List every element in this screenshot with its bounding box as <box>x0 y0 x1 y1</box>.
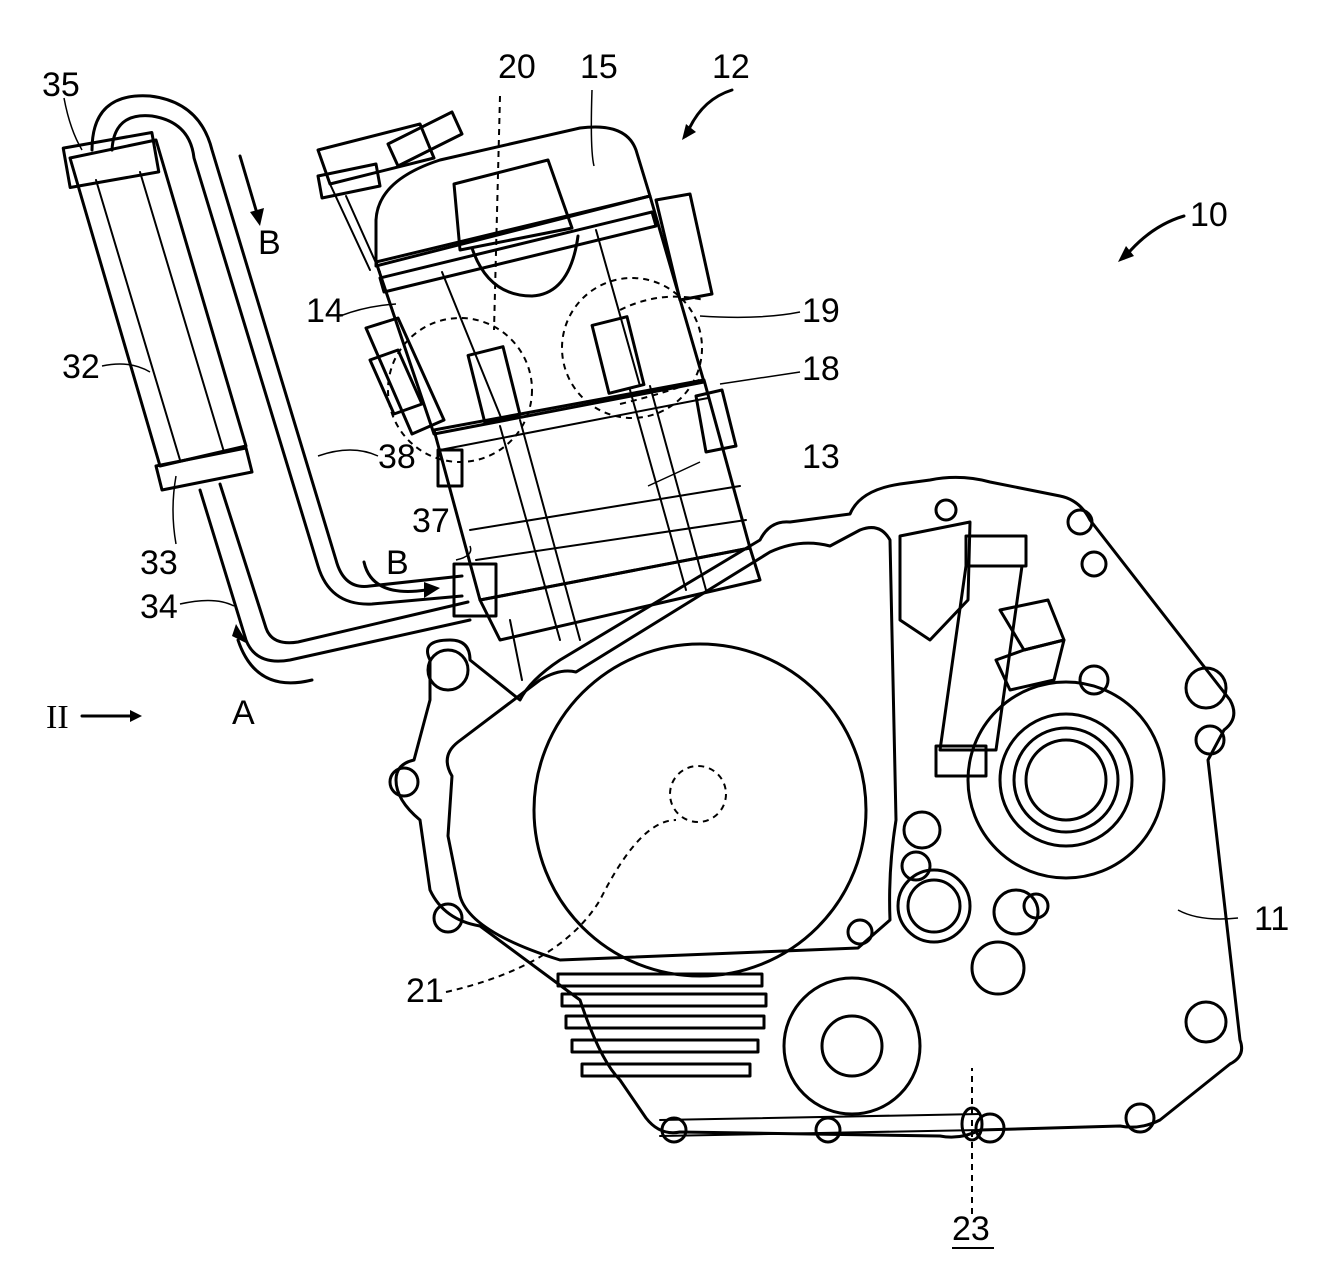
oil-cooler-32 <box>61 130 254 492</box>
flow-label-b-mid: B <box>386 544 409 582</box>
label-32: 32 <box>62 348 100 386</box>
label-15: 15 <box>580 48 618 86</box>
label-38: 38 <box>378 438 416 476</box>
flow-arrow-b-top <box>238 154 264 226</box>
arrow-12 <box>682 88 734 140</box>
label-19: 19 <box>802 292 840 330</box>
label-12: 12 <box>712 48 750 86</box>
label-21: 21 <box>406 972 444 1010</box>
view-arrow-ii <box>80 710 142 722</box>
label-18: 18 <box>802 350 840 388</box>
label-37: 37 <box>412 502 450 540</box>
cylinder-13 <box>432 378 762 681</box>
crankcase-11 <box>388 475 1244 1144</box>
label-14: 14 <box>306 292 344 330</box>
label-33: 33 <box>140 544 178 582</box>
oil-hose-38 <box>90 94 464 606</box>
flow-label-b-top: B <box>258 224 281 262</box>
label-20: 20 <box>498 48 536 86</box>
flow-arrow-a <box>232 624 314 685</box>
label-13: 13 <box>802 438 840 476</box>
label-34: 34 <box>140 588 178 626</box>
label-10: 10 <box>1190 196 1228 234</box>
label-35: 35 <box>42 66 80 104</box>
cylinder-head-cover-15 <box>316 110 652 298</box>
flow-arrow-b-mid <box>362 560 440 598</box>
view-marker-ii: II <box>46 699 69 736</box>
leader-lines <box>63 89 1239 1214</box>
label-11: 11 <box>1254 900 1289 938</box>
label-23: 23 <box>952 1210 990 1248</box>
flow-label-a: A <box>232 694 255 732</box>
oil-hose-34 <box>198 482 472 663</box>
arrow-10 <box>1118 214 1186 262</box>
